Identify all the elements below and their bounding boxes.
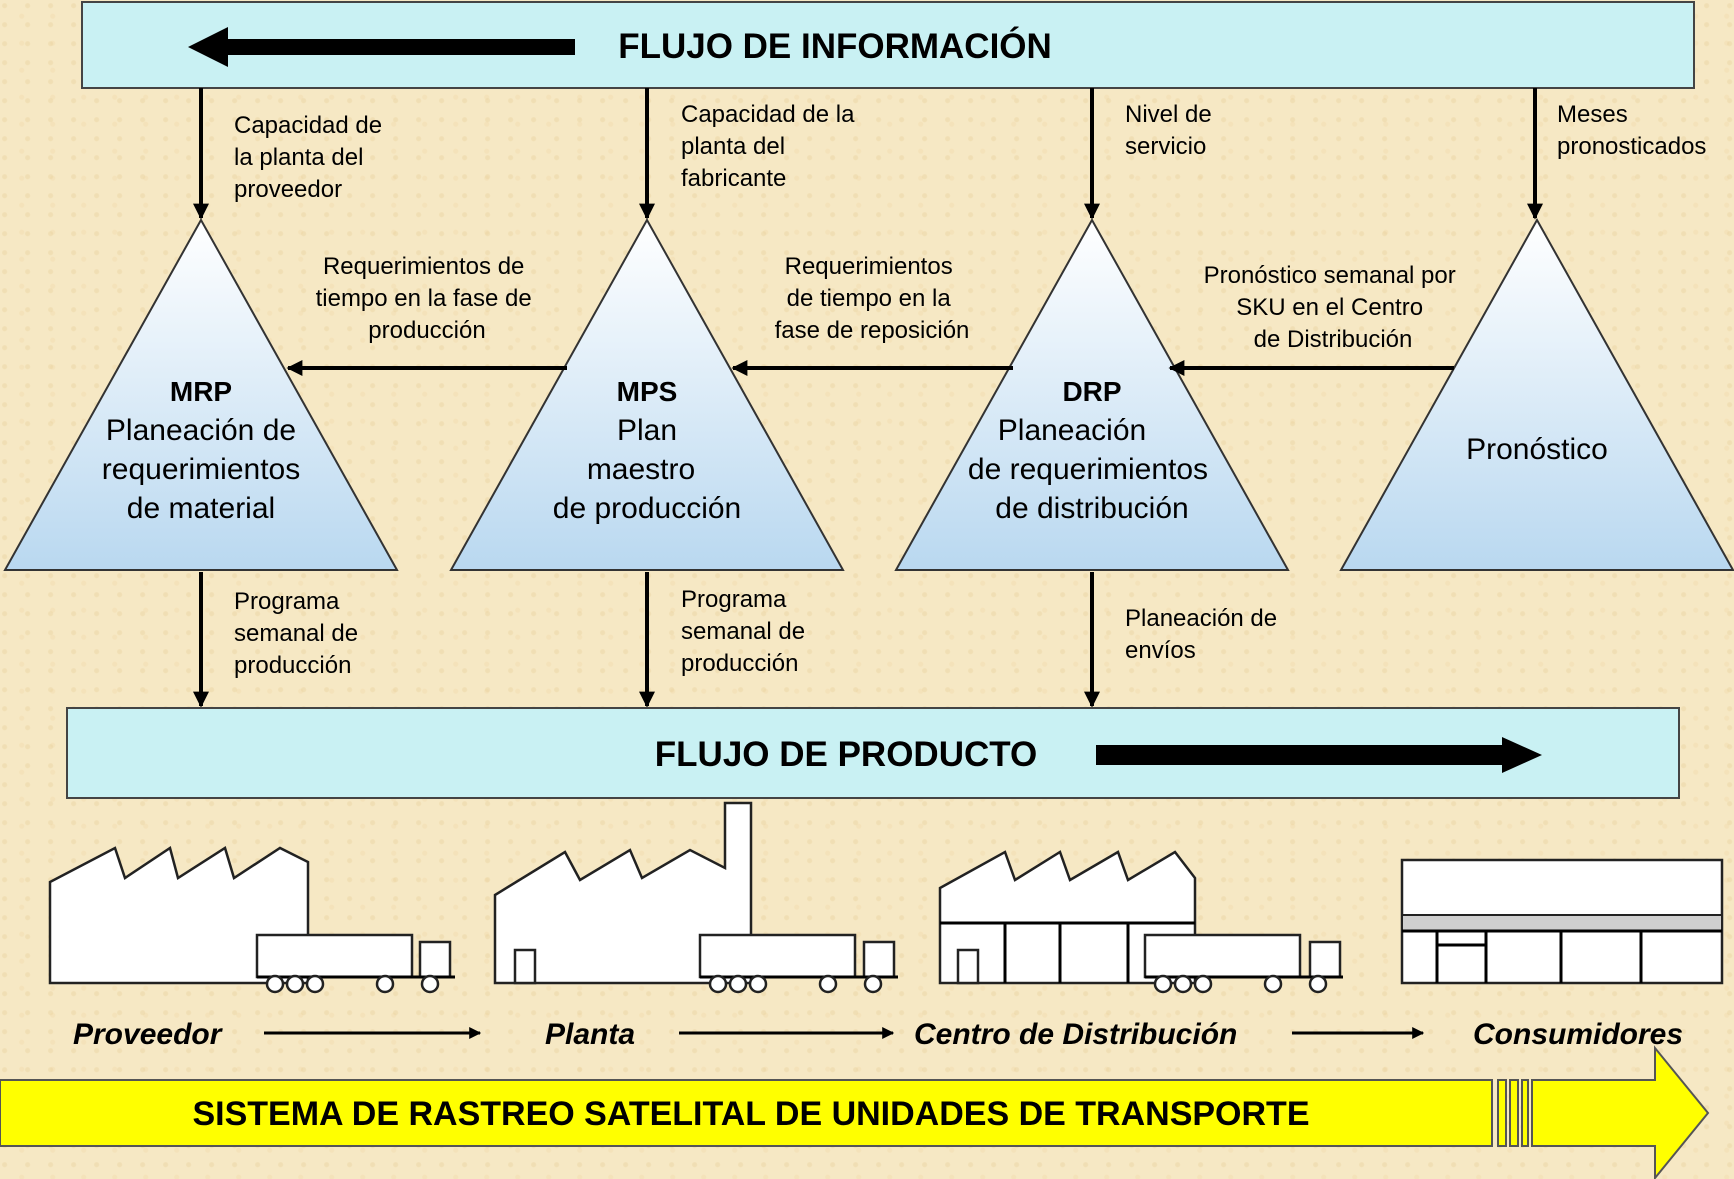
triangle-drp-text: DRP Planeación de requerimientos de dist… <box>968 376 1208 525</box>
svg-text:Planeación: Planeación <box>998 414 1146 447</box>
product-flow-arrow <box>1096 737 1542 773</box>
store-icon <box>1400 858 1724 985</box>
distribution-center-icon <box>938 850 1197 985</box>
info-flow-band: FLUJO DE INFORMACIÓN <box>81 1 1695 89</box>
info-label-2: Capacidad de la planta del fabricante <box>681 101 861 192</box>
svg-text:Pronóstico: Pronóstico <box>1466 433 1608 466</box>
supplier-truck-icon <box>255 933 455 994</box>
svg-text:de requerimientos: de requerimientos <box>968 453 1208 486</box>
node-consumers: Consumidores <box>1473 1018 1683 1051</box>
output-label-2: Programa semanal de producción <box>681 586 812 677</box>
triangle-mps <box>449 217 845 571</box>
distribution-truck-icon <box>1143 933 1343 994</box>
satellite-tracking-banner: SISTEMA DE RASTREO SATELITAL DE UNIDADES… <box>0 1045 1710 1179</box>
info-flow-arrow <box>188 27 575 67</box>
mrp-abbr: MRP <box>170 376 232 407</box>
svg-text:de producción: de producción <box>553 492 741 525</box>
triangle-forecast <box>1339 217 1734 571</box>
product-flow-band: FLUJO DE PRODUCTO <box>66 707 1680 799</box>
node-plant: Planta <box>545 1018 635 1051</box>
drp-abbr: DRP <box>1062 376 1121 407</box>
svg-text:Planeación de: Planeación de <box>106 414 296 447</box>
triangle-mrp-text: MRP Planeación de requerimientos de mate… <box>102 376 300 525</box>
output-label-3: Planeación de envíos <box>1125 605 1284 664</box>
node-supplier: Proveedor <box>73 1018 224 1051</box>
mps-abbr: MPS <box>617 376 678 407</box>
node-distribution-center: Centro de Distribución <box>914 1018 1237 1051</box>
plant-factory-icon <box>493 801 753 985</box>
info-label-4: Meses pronosticados <box>1557 101 1706 160</box>
svg-text:Plan: Plan <box>617 414 677 447</box>
supplier-factory-icon <box>48 845 310 985</box>
triangle-mps-text: MPS Plan maestro de producción <box>553 376 741 525</box>
svg-text:requerimientos: requerimientos <box>102 453 300 486</box>
triangle-forecast-text: Pronóstico <box>1466 433 1608 466</box>
svg-text:de material: de material <box>127 492 275 525</box>
banner-text: SISTEMA DE RASTREO SATELITAL DE UNIDADES… <box>192 1095 1309 1133</box>
info-label-1: Capacidad de la planta del proveedor <box>234 112 389 203</box>
connector-label-3: Pronóstico semanal por SKU en el Centro … <box>1204 262 1463 353</box>
connector-label-2: Requerimientos de tiempo en la fase de r… <box>775 253 970 344</box>
output-label-1: Programa semanal de producción <box>234 588 365 679</box>
product-flow-title: FLUJO DE PRODUCTO <box>655 735 1037 774</box>
plant-truck-icon <box>698 933 898 994</box>
svg-text:maestro: maestro <box>587 453 695 486</box>
svg-text:de distribución: de distribución <box>995 492 1188 525</box>
banner-arrowhead <box>1531 1045 1710 1179</box>
info-flow-title: FLUJO DE INFORMACIÓN <box>618 26 1052 66</box>
info-label-3: Nivel de servicio <box>1125 101 1218 160</box>
info-down-arrows <box>193 88 1543 220</box>
connector-label-1: Requerimientos de tiempo en la fase de p… <box>316 253 539 344</box>
triangle-drp <box>894 217 1290 571</box>
triangle-mrp <box>3 217 399 571</box>
